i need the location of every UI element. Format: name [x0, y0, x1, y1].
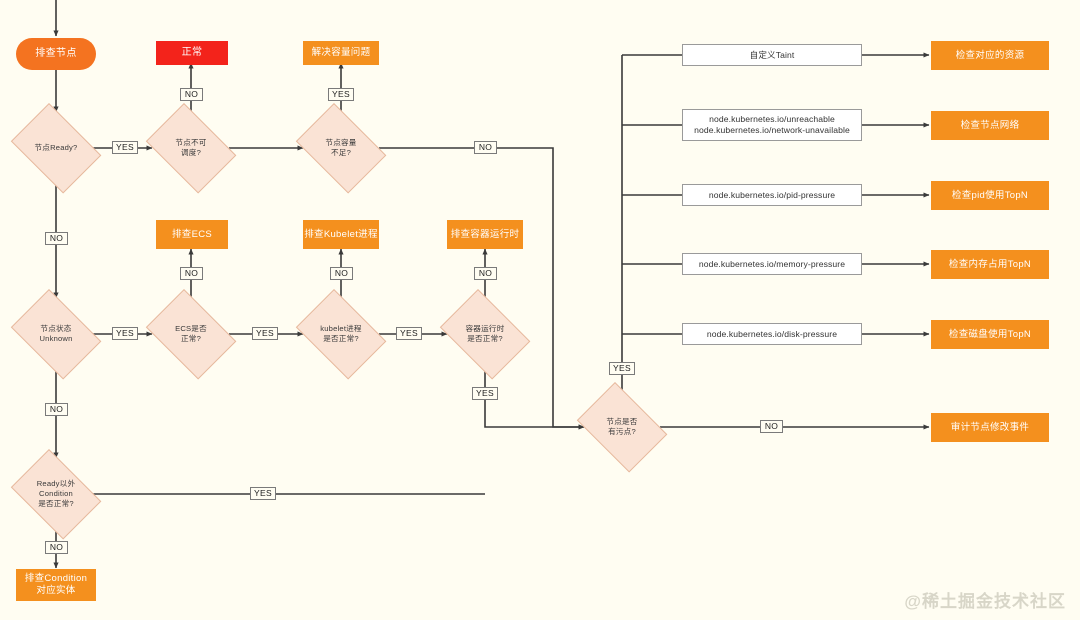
node-check-ecs-label: 排查ECS — [171, 228, 213, 240]
node-check-pid-topn[interactable]: 检查pid使用TopN — [931, 181, 1049, 210]
node-check-resource-label: 检查对应的资源 — [955, 49, 1025, 61]
node-runtime-ok[interactable]: 容器运行时 是否正常? — [433, 289, 537, 379]
node-check-condition-entity[interactable]: 排查Condition 对应实体 — [16, 569, 96, 601]
watermark: @稀土掘金技术社区 — [904, 592, 1066, 611]
node-node-has-taint-label: 节点是否 有污点? — [606, 416, 638, 436]
edge-label-capacity-no: NO — [474, 141, 497, 154]
node-other-condition[interactable]: Ready以外 Condition 是否正常? — [4, 449, 108, 539]
node-taint-unreachable-label: node.kubernetes.io/unreachable node.kube… — [694, 114, 850, 135]
node-check-kubelet-label: 排查Kubelet进程 — [304, 228, 378, 240]
edge-label-ready-no: NO — [45, 232, 68, 245]
node-solve-capacity-label: 解决容量问题 — [311, 47, 371, 59]
node-check-pid-topn-label: 检查pid使用TopN — [951, 189, 1029, 201]
node-taint-pid-label: node.kubernetes.io/pid-pressure — [708, 189, 836, 200]
node-check-runtime[interactable]: 排查容器运行时 — [447, 220, 523, 249]
node-taint-disk[interactable]: node.kubernetes.io/disk-pressure — [682, 323, 862, 345]
node-node-capacity[interactable]: 节点容量 不足? — [289, 103, 393, 193]
node-start-label: 排查节点 — [35, 47, 77, 59]
edge-label-unknown-no: NO — [45, 403, 68, 416]
node-node-has-taint[interactable]: 节点是否 有污点? — [570, 382, 674, 472]
node-check-resource[interactable]: 检查对应的资源 — [931, 41, 1049, 70]
edge-label-unknown-yes: YES — [112, 327, 138, 340]
node-audit-node-events[interactable]: 审计节点修改事件 — [931, 413, 1049, 442]
node-check-disk-topn[interactable]: 检查磁盘使用TopN — [931, 320, 1049, 349]
node-taint-custom-label: 自定义Taint — [749, 49, 795, 60]
node-node-ready[interactable]: 节点Ready? — [4, 103, 108, 193]
node-check-network[interactable]: 检查节点网络 — [931, 111, 1049, 140]
node-node-unschedulable[interactable]: 节点不可 调度? — [139, 103, 243, 193]
node-check-runtime-label: 排查容器运行时 — [450, 228, 520, 240]
edge-label-runtime-yes: YES — [472, 387, 498, 400]
node-check-ecs[interactable]: 排查ECS — [156, 220, 228, 249]
node-normal[interactable]: 正常 — [156, 41, 228, 65]
node-runtime-ok-label: 容器运行时 是否正常? — [465, 323, 505, 343]
node-check-kubelet[interactable]: 排查Kubelet进程 — [303, 220, 379, 249]
node-taint-pid[interactable]: node.kubernetes.io/pid-pressure — [682, 184, 862, 206]
edge-label-capacity-yes: YES — [328, 88, 354, 101]
node-node-unknown[interactable]: 节点状态 Unknown — [4, 289, 108, 379]
node-check-mem-topn[interactable]: 检查内存占用TopN — [931, 250, 1049, 279]
node-kubelet-ok-label: kubelet进程 是否正常? — [320, 323, 362, 343]
node-taint-memory[interactable]: node.kubernetes.io/memory-pressure — [682, 253, 862, 275]
node-check-network-label: 检查节点网络 — [960, 119, 1020, 131]
node-node-capacity-label: 节点容量 不足? — [325, 137, 357, 157]
edge-label-runtime-no: NO — [474, 267, 497, 280]
node-taint-disk-label: node.kubernetes.io/disk-pressure — [706, 328, 838, 339]
edge-label-unsched-no: NO — [180, 88, 203, 101]
edge-label-ecs-yes: YES — [252, 327, 278, 340]
node-node-ready-label: 节点Ready? — [34, 142, 78, 152]
edge-label-ecs-no: NO — [180, 267, 203, 280]
node-start[interactable]: 排查节点 — [16, 38, 96, 70]
edge-label-ready-yes: YES — [112, 141, 138, 154]
node-other-condition-label: Ready以外 Condition 是否正常? — [36, 478, 76, 509]
node-solve-capacity[interactable]: 解决容量问题 — [303, 41, 379, 65]
edge-label-kubelet-no: NO — [330, 267, 353, 280]
node-normal-label: 正常 — [181, 46, 203, 58]
node-kubelet-ok[interactable]: kubelet进程 是否正常? — [289, 289, 393, 379]
node-taint-memory-label: node.kubernetes.io/memory-pressure — [698, 258, 846, 269]
node-audit-node-events-label: 审计节点修改事件 — [950, 421, 1030, 433]
edge-label-kubelet-yes: YES — [396, 327, 422, 340]
edge-label-condition-yes: YES — [250, 487, 276, 500]
edge-label-taint-yes: YES — [609, 362, 635, 375]
node-ecs-ok[interactable]: ECS是否 正常? — [139, 289, 243, 379]
edge-label-taint-no: NO — [760, 420, 783, 433]
node-check-mem-topn-label: 检查内存占用TopN — [948, 258, 1032, 270]
edge-label-condition-no: NO — [45, 541, 68, 554]
node-taint-unreachable[interactable]: node.kubernetes.io/unreachable node.kube… — [682, 109, 862, 141]
node-check-condition-entity-label: 排查Condition 对应实体 — [24, 573, 88, 596]
node-check-disk-topn-label: 检查磁盘使用TopN — [948, 328, 1032, 340]
node-node-unschedulable-label: 节点不可 调度? — [175, 137, 207, 157]
node-ecs-ok-label: ECS是否 正常? — [175, 323, 207, 343]
node-taint-custom[interactable]: 自定义Taint — [682, 44, 862, 66]
node-node-unknown-label: 节点状态 Unknown — [39, 323, 73, 343]
